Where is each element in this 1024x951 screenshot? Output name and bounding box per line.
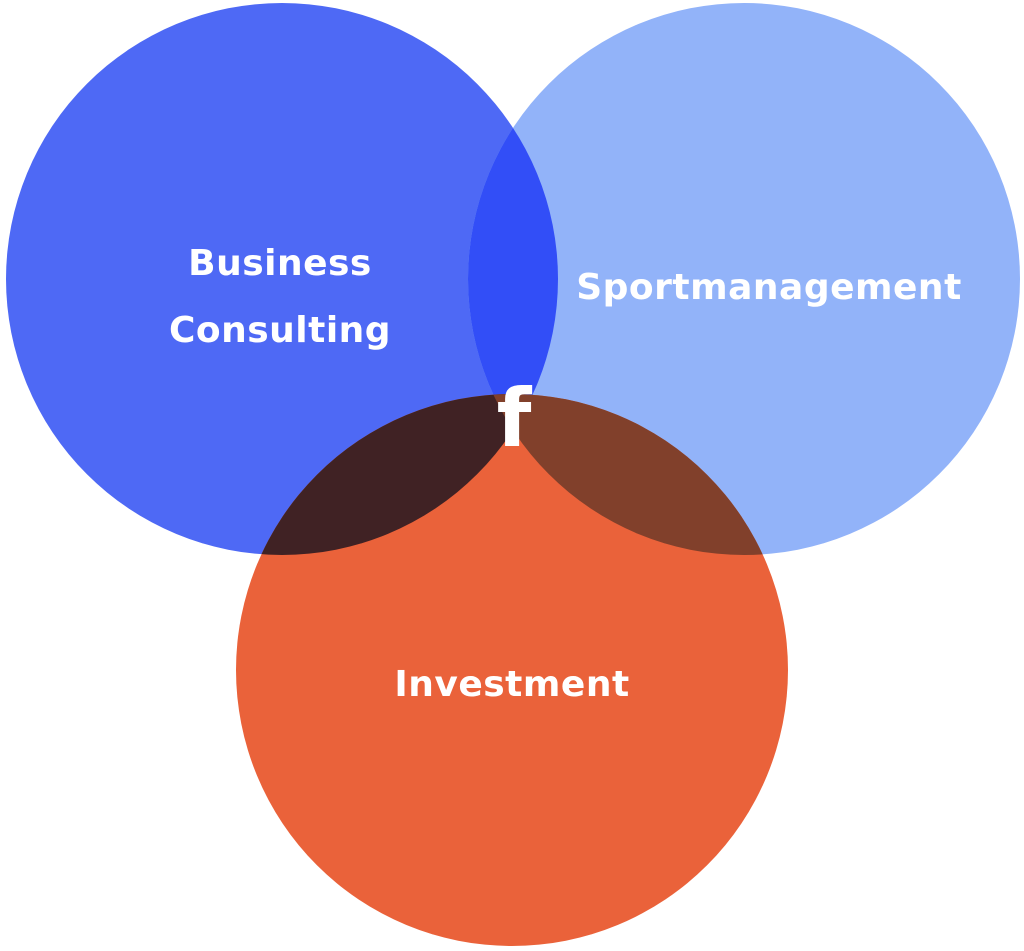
center-logo: f — [497, 372, 533, 465]
business-consulting-label-line1: Business — [188, 243, 372, 284]
investment-label: Investment — [394, 664, 629, 705]
overlap-business-investment — [236, 394, 558, 555]
sportmanagement-label: Sportmanagement — [576, 267, 962, 308]
business-consulting-label-line2: Consulting — [169, 310, 391, 351]
overlap-sport-investment — [468, 394, 788, 555]
